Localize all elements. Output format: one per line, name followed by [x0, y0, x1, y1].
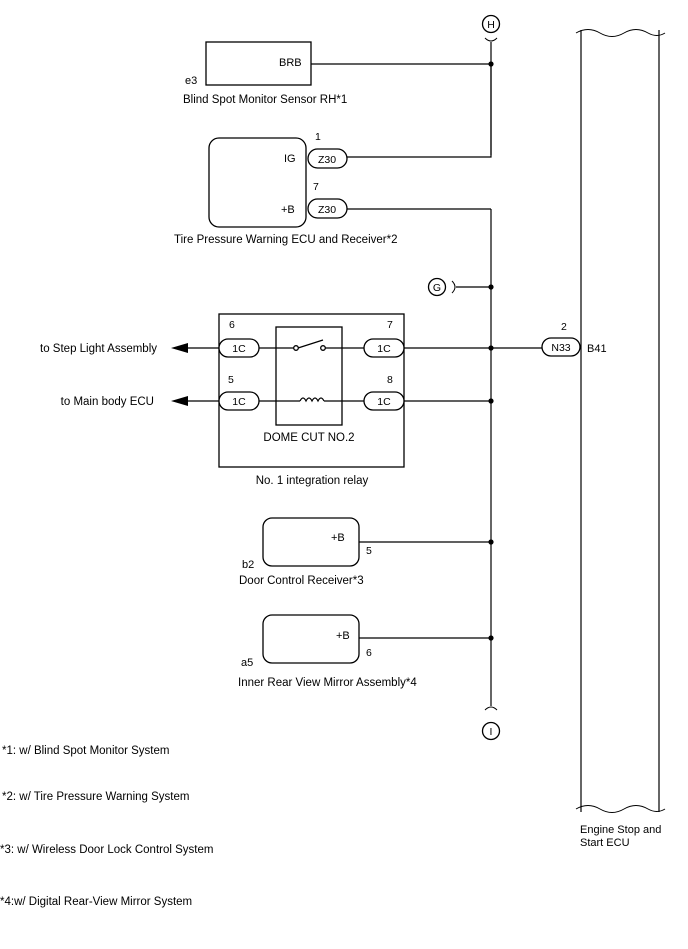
- relay-pin-5: 5: [228, 374, 234, 386]
- tpms-connector-1-label: Z30: [318, 154, 336, 166]
- bus-wires: H I G: [427, 14, 501, 741]
- footnote-4: *4:w/ Digital Rear-View Mirror System: [0, 896, 192, 908]
- ecu-connector: [541, 337, 581, 357]
- integration-relay: DOME CUT NO.2 No. 1 integration relay 6 …: [40, 313, 542, 487]
- blind-spot-monitor-sensor: BRB e3 Blind Spot Monitor Sensor RH*1: [183, 41, 491, 106]
- mirror-pin: 6: [366, 647, 372, 659]
- connector-g-circle: [427, 277, 447, 297]
- footnote-1: *1: w/ Blind Spot Monitor System: [2, 745, 169, 757]
- tpms-terminal-b: +B: [281, 204, 295, 216]
- mirror-terminal: +B: [336, 630, 350, 642]
- relay-inner-label: DOME CUT NO.2: [263, 432, 354, 444]
- tpms-terminal-ig: IG: [284, 153, 296, 165]
- relay-coil: [299, 397, 325, 403]
- relay-pin-8: 8: [387, 374, 393, 386]
- door-receiver-terminal: +B: [331, 532, 345, 544]
- door-control-receiver: +B 5 b2 Door Control Receiver*3: [239, 517, 491, 587]
- sensor-name: Blind Spot Monitor Sensor RH*1: [183, 94, 347, 106]
- arrow-left-icon: [171, 396, 188, 406]
- connector-i-circle: [481, 721, 501, 741]
- mirror-code: a5: [241, 657, 253, 669]
- door-receiver-code: b2: [242, 559, 254, 571]
- inner-rear-view-mirror: +B 6 a5 Inner Rear View Mirror Assembly*…: [238, 614, 491, 689]
- mirror-name: Inner Rear View Mirror Assembly*4: [238, 677, 417, 689]
- mirror-box: [262, 614, 360, 664]
- arrow-left-icon: [171, 343, 188, 353]
- sensor-code: e3: [185, 75, 197, 87]
- output-main-body-ecu: to Main body ECU: [61, 396, 154, 408]
- footnotes: *1: w/ Blind Spot Monitor System *2: w/ …: [0, 745, 213, 908]
- relay-inner-box: [275, 326, 343, 426]
- relay-pin-6: 6: [229, 319, 235, 331]
- engine-stop-start-ecu: Engine Stop and Start ECU B41 2 N33: [541, 29, 666, 849]
- ecu-pin: 2: [561, 321, 567, 333]
- ecu-name-line1: Engine Stop and: [580, 824, 661, 836]
- connector-g-label: G: [433, 282, 441, 294]
- ecu-connector-label: N33: [551, 342, 570, 354]
- connector-i-label: I: [490, 726, 493, 738]
- sensor-terminal: BRB: [279, 57, 302, 69]
- ecu-code: B41: [587, 343, 607, 355]
- tpms-name: Tire Pressure Warning ECU and Receiver*2: [174, 234, 397, 246]
- relay-connector-5-label: 1C: [232, 396, 246, 408]
- footnote-3: *3: w/ Wireless Door Lock Control System: [0, 844, 213, 856]
- door-receiver-pin: 5: [366, 545, 372, 557]
- relay-pin-7: 7: [387, 319, 393, 331]
- tpms-box: [208, 137, 307, 228]
- tpms-ecu: IG +B 1 7 Z30 Z30 Tire Pressure Warning …: [174, 64, 492, 246]
- connector-h-circle: [481, 14, 501, 34]
- relay-name: No. 1 integration relay: [256, 475, 369, 487]
- relay-connector-6-label: 1C: [232, 343, 246, 355]
- relay-connector-8-label: 1C: [377, 396, 391, 408]
- door-receiver-name: Door Control Receiver*3: [239, 575, 364, 587]
- footnote-2: *2: w/ Tire Pressure Warning System: [2, 791, 189, 803]
- connector-h-label: H: [487, 19, 495, 31]
- relay-connector-7-label: 1C: [377, 343, 391, 355]
- tpms-pin-7: 7: [313, 181, 319, 193]
- tpms-connector-1: [307, 148, 348, 169]
- tpms-connector-7-label: Z30: [318, 204, 336, 216]
- tpms-pin-1: 1: [315, 131, 321, 143]
- ecu-name-line2: Start ECU: [580, 837, 630, 849]
- output-step-light: to Step Light Assembly: [40, 343, 157, 355]
